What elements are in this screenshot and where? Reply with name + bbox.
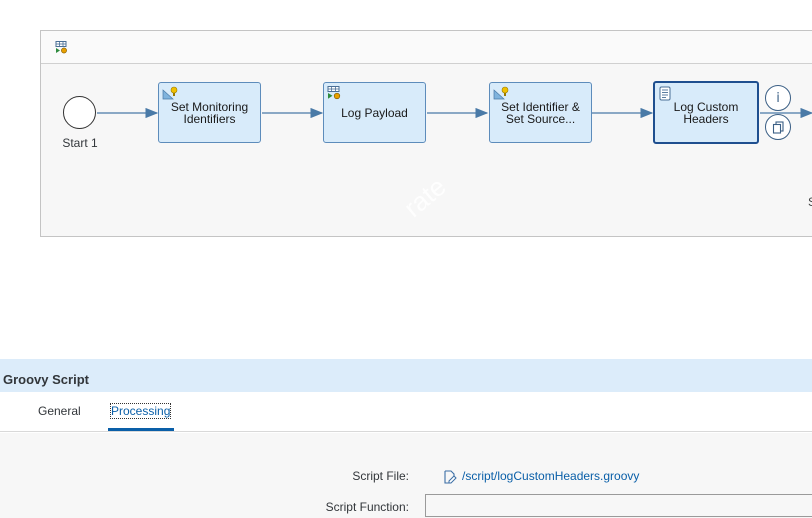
properties-header: Groovy Script — [0, 359, 812, 392]
active-tab-indicator — [108, 428, 174, 431]
script-file-label: Script File: — [352, 469, 409, 483]
script-file-link[interactable]: /script/logCustomHeaders.groovy — [462, 469, 640, 483]
step-label: Set Monitoring Identifiers — [170, 99, 249, 126]
info-icon[interactable]: i — [765, 85, 791, 111]
script-icon — [658, 86, 672, 103]
sequence-flows — [97, 107, 812, 119]
properties-panel: Groovy Script General Processing Script … — [0, 359, 812, 518]
script-function-label: Script Function: — [325, 500, 409, 514]
step-label: Log Payload — [341, 105, 408, 120]
start-event-label: Start 1 — [62, 136, 98, 150]
step-label: Log Custom Headers — [673, 99, 739, 126]
edit-script-icon[interactable] — [443, 470, 457, 489]
step-log-custom-headers[interactable]: Log Custom Headers — [653, 81, 759, 144]
content-modifier-icon — [162, 86, 178, 103]
copy-icon[interactable] — [765, 114, 791, 140]
partial-step-label: S — [808, 195, 812, 209]
properties-tabs: General Processing — [0, 392, 812, 432]
properties-title: Groovy Script — [3, 372, 89, 387]
start-event[interactable] — [63, 96, 96, 129]
step-log-payload[interactable]: Log Payload — [323, 82, 426, 143]
tab-general[interactable]: General — [38, 404, 81, 418]
step-label: Set Identifier & Set Source... — [501, 99, 580, 126]
tab-processing[interactable]: Processing — [109, 403, 172, 419]
content-modifier-icon — [493, 86, 509, 103]
script-function-input[interactable] — [425, 494, 812, 517]
message-mapping-icon — [327, 86, 342, 102]
processing-form: Script File: /script/logCustomHeaders.gr… — [0, 433, 812, 518]
step-set-monitoring-identifiers[interactable]: Set Monitoring Identifiers — [158, 82, 261, 143]
integration-process-icon[interactable] — [55, 41, 69, 59]
pool-header — [41, 31, 812, 64]
step-set-identifier-set-source[interactable]: Set Identifier & Set Source... — [489, 82, 592, 143]
